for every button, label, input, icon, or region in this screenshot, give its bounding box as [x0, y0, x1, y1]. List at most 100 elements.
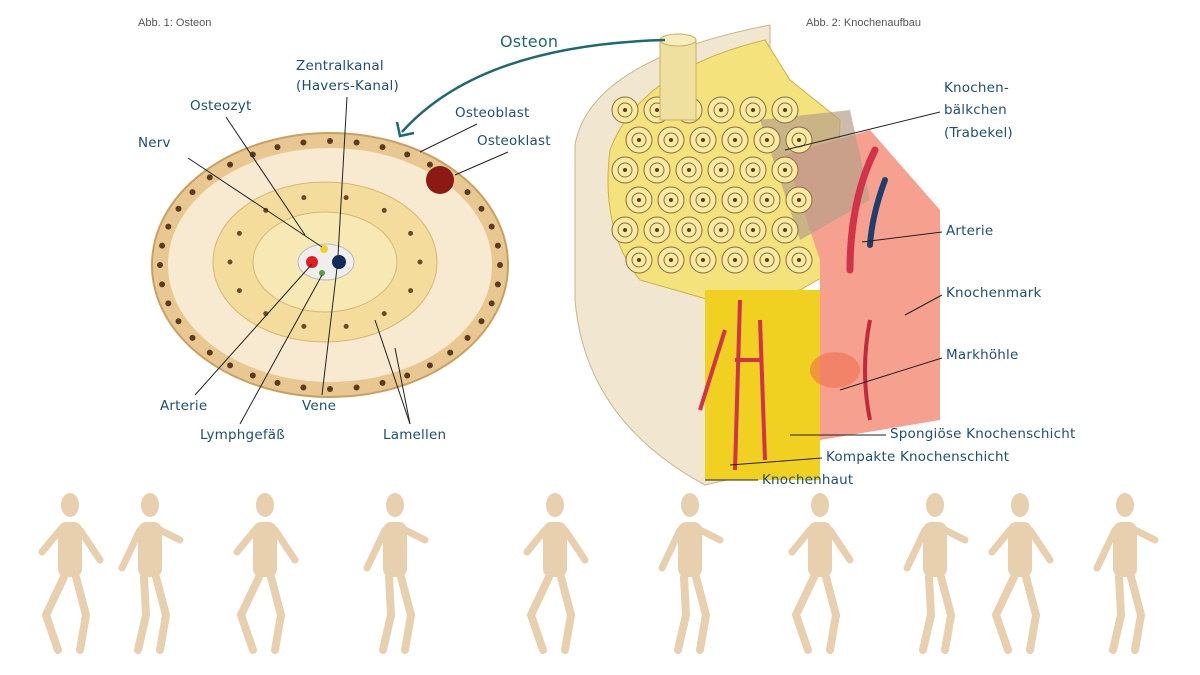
mannequin-figure — [658, 493, 724, 654]
osteon-arrow — [401, 38, 666, 133]
osteon-unit — [675, 216, 703, 244]
osteoblast-cell — [175, 205, 182, 212]
osteoblast-cell — [159, 242, 166, 249]
osteon-unit — [611, 96, 639, 124]
osteon-unit — [675, 156, 703, 184]
osteozyt-cell — [301, 323, 307, 329]
osteoblast-cell — [165, 223, 172, 230]
osteoblast-cell — [353, 384, 360, 391]
osteon-unit — [707, 216, 735, 244]
label-lymphgefaess: Lymphgefäß — [200, 427, 285, 443]
label-osteoblast: Osteoblast — [455, 105, 530, 121]
osteoblast-cell — [227, 362, 234, 369]
arrow-head-icon — [395, 121, 415, 138]
osteoblast-cell — [165, 300, 172, 307]
osteon-unit — [771, 216, 799, 244]
osteon-unit — [689, 246, 717, 274]
osteoblast-cell — [404, 151, 411, 158]
osteozyt-cell — [381, 311, 387, 317]
label-osteoklast: Osteoklast — [477, 133, 551, 149]
osteon-illustration — [151, 132, 509, 398]
osteon-unit — [721, 246, 749, 274]
osteon-unit — [721, 126, 749, 154]
osteon-unit — [771, 96, 799, 124]
osteon-unit — [707, 96, 735, 124]
label-markhoehle: Markhöhle — [946, 347, 1019, 363]
osteoblast-cell — [327, 386, 333, 392]
osteoblast-cell — [426, 161, 433, 168]
osteozyt-cell — [343, 195, 349, 201]
osteoklast-cell — [426, 166, 454, 194]
artery-dot — [306, 256, 318, 268]
osteoblast-cell — [249, 151, 256, 158]
osteon-unit — [739, 216, 767, 244]
osteoblast-cell — [189, 334, 196, 341]
osteon-unit — [611, 156, 639, 184]
label-kompakte: Kompakte Knochenschicht — [826, 449, 1010, 465]
osteon-unit — [625, 126, 653, 154]
vein-dot — [332, 255, 346, 269]
osteoblast-cell — [404, 372, 411, 379]
osteon-unit — [611, 216, 639, 244]
osteoblast-cell — [426, 362, 433, 369]
osteozyt-cell — [301, 195, 307, 201]
osteoblast-cell — [497, 262, 503, 268]
label-knochenmark: Knochenmark — [946, 285, 1042, 301]
osteon-unit — [753, 246, 781, 274]
osteozyt-cell — [408, 230, 414, 236]
osteon-unit — [739, 156, 767, 184]
osteoblast-cell — [249, 372, 256, 379]
mannequin-figure — [38, 493, 104, 654]
osteon-unit — [753, 186, 781, 214]
label-vene: Vene — [302, 398, 337, 414]
osteoblast-cell — [274, 379, 281, 386]
label-knochenhaut: Knochenhaut — [762, 472, 854, 488]
mannequin-figure — [118, 493, 184, 654]
label-havers-kanal: (Havers-Kanal) — [296, 78, 399, 94]
osteoblast-cell — [447, 349, 454, 356]
leader-lines — [187, 96, 943, 481]
label-zentralkanal: Zentralkanal — [296, 58, 384, 74]
mannequin-figure — [363, 493, 429, 654]
mannequin-figure — [233, 493, 299, 654]
osteozyt-cell — [417, 259, 423, 265]
osteozyt-cell — [381, 207, 387, 213]
label-baelkchen: bälkchen — [944, 102, 1007, 118]
osteon-unit — [657, 246, 685, 274]
osteon-unit — [785, 246, 813, 274]
osteon-unit — [625, 246, 653, 274]
label-trabekel: (Trabekel) — [944, 125, 1013, 141]
osteon-unit — [771, 156, 799, 184]
label-arterie-osteon: Arterie — [160, 398, 208, 414]
label-lamellen: Lamellen — [383, 427, 447, 443]
label-spongioese: Spongiöse Knochenschicht — [890, 426, 1076, 442]
label-nerv: Nerv — [138, 135, 171, 151]
osteoblast-cell — [159, 281, 166, 288]
osteon-unit — [643, 216, 671, 244]
osteozyt-cell — [236, 288, 242, 294]
osteoblast-cell — [206, 174, 213, 181]
osteoblast-cell — [175, 318, 182, 325]
osteoblast-cell — [379, 144, 386, 151]
label-knochen: Knochen- — [944, 80, 1009, 96]
osteozyt-cell — [227, 259, 233, 265]
mannequin-figure — [903, 493, 969, 654]
osteoblast-cell — [189, 189, 196, 196]
mannequin-figure — [788, 493, 854, 654]
osteon-unit — [785, 186, 813, 214]
osteoblast-cell — [464, 334, 471, 341]
osteoblast-cell — [353, 139, 360, 146]
osteon-unit — [625, 186, 653, 214]
bone-illustration — [574, 24, 940, 486]
osteoblast-cell — [274, 144, 281, 151]
osteozyt-cell — [236, 230, 242, 236]
mannequin-figure — [1093, 493, 1159, 654]
label-arterie-bone: Arterie — [946, 223, 994, 239]
osteoblast-cell — [478, 205, 485, 212]
label-osteozyt: Osteozyt — [190, 98, 252, 114]
osteoblast-cell — [227, 161, 234, 168]
osteoblast-cell — [464, 189, 471, 196]
osteoblast-cell — [379, 379, 386, 386]
